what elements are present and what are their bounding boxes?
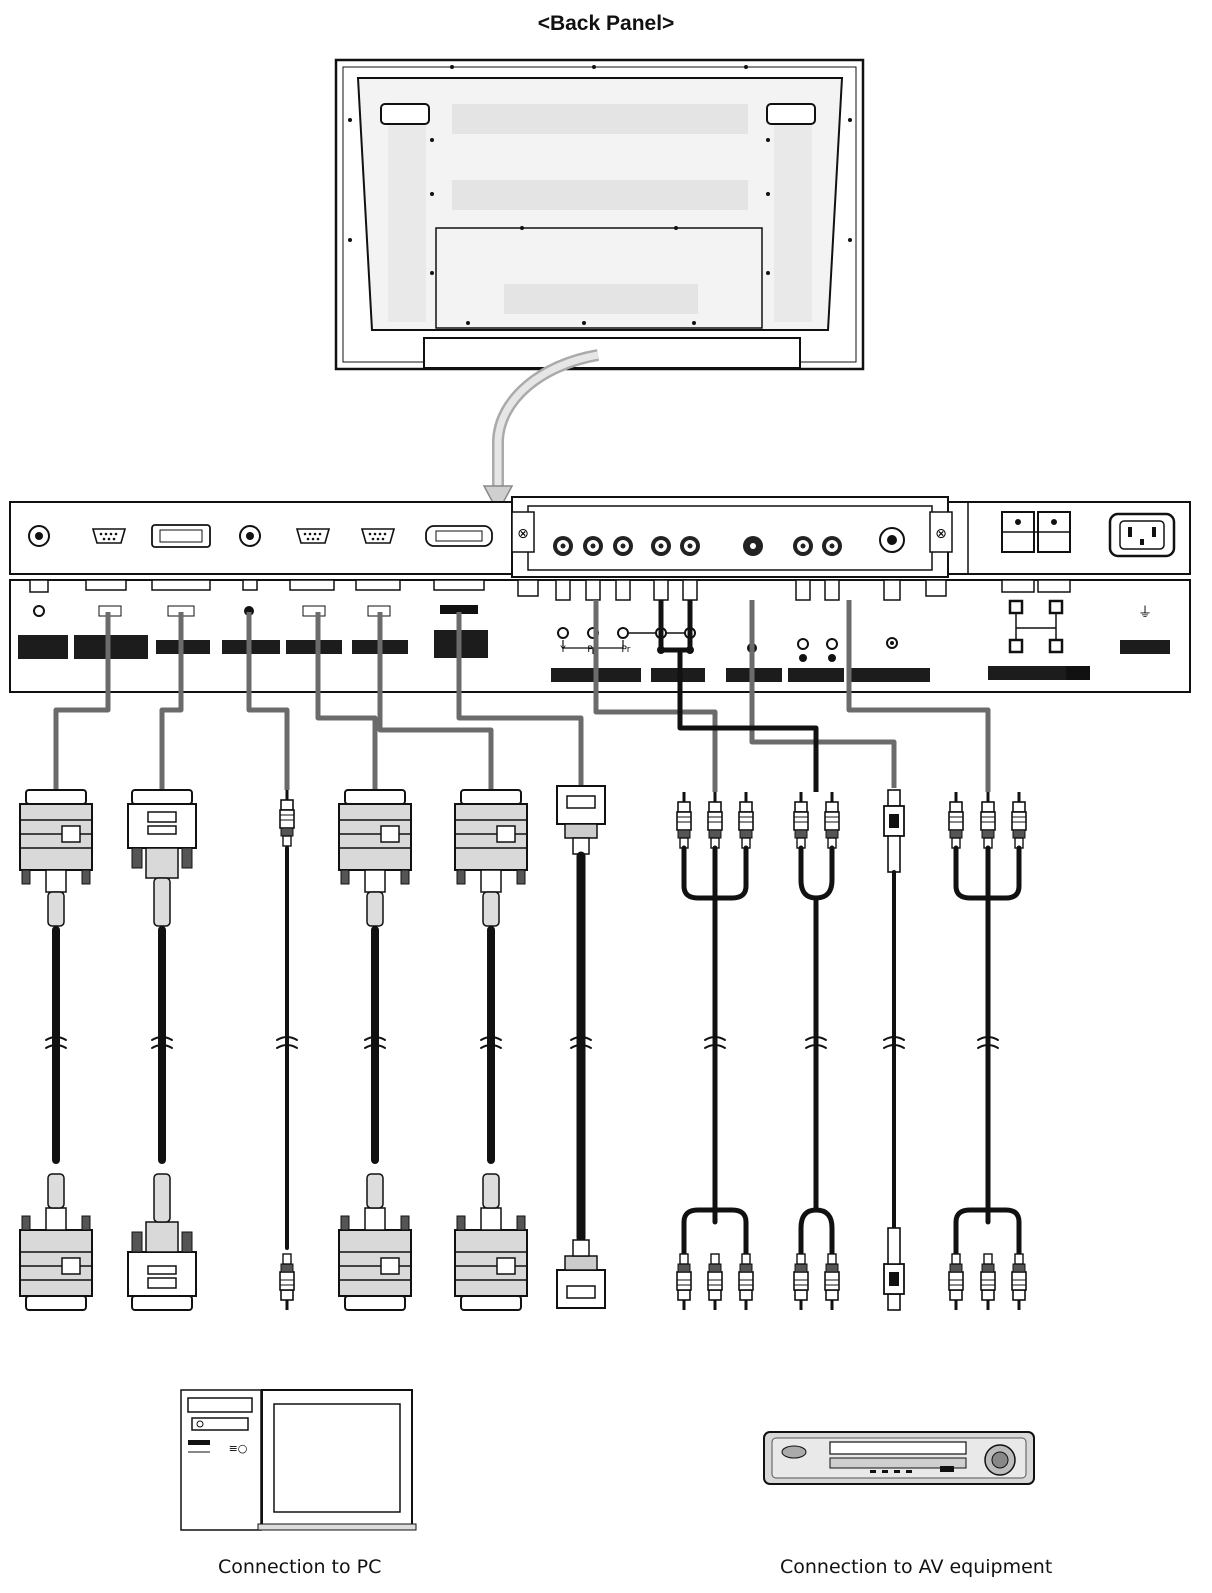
desktop-pc-icon: ≡○ <box>180 1389 417 1531</box>
label-pr: Pr <box>622 645 631 655</box>
input-panel-top: ⊗ ⊗ <box>9 496 1191 578</box>
caption-av: Connection to AV equipment <box>780 1556 1053 1578</box>
cable-bodies <box>45 845 1022 1263</box>
page-title: <Back Panel> <box>537 12 675 35</box>
svg-text:⏚: ⏚ <box>1138 605 1152 621</box>
cable-lines <box>53 600 991 792</box>
cable-connectors-top <box>19 785 1028 927</box>
tv-back-panel-icon <box>334 58 865 371</box>
cable-connectors-bottom <box>19 1173 1028 1312</box>
input-panel-front: Y Pb Pr ⏚ <box>9 579 1191 693</box>
vcr-icon <box>763 1431 1035 1485</box>
svg-text:≡○: ≡○ <box>229 1442 248 1455</box>
caption-pc: Connection to PC <box>218 1556 382 1578</box>
label-y: Y <box>559 645 566 655</box>
svg-text:⊗: ⊗ <box>935 526 947 542</box>
svg-text:⊗: ⊗ <box>517 526 529 542</box>
label-pb: Pb <box>587 645 598 655</box>
curved-arrow-icon <box>482 349 600 514</box>
